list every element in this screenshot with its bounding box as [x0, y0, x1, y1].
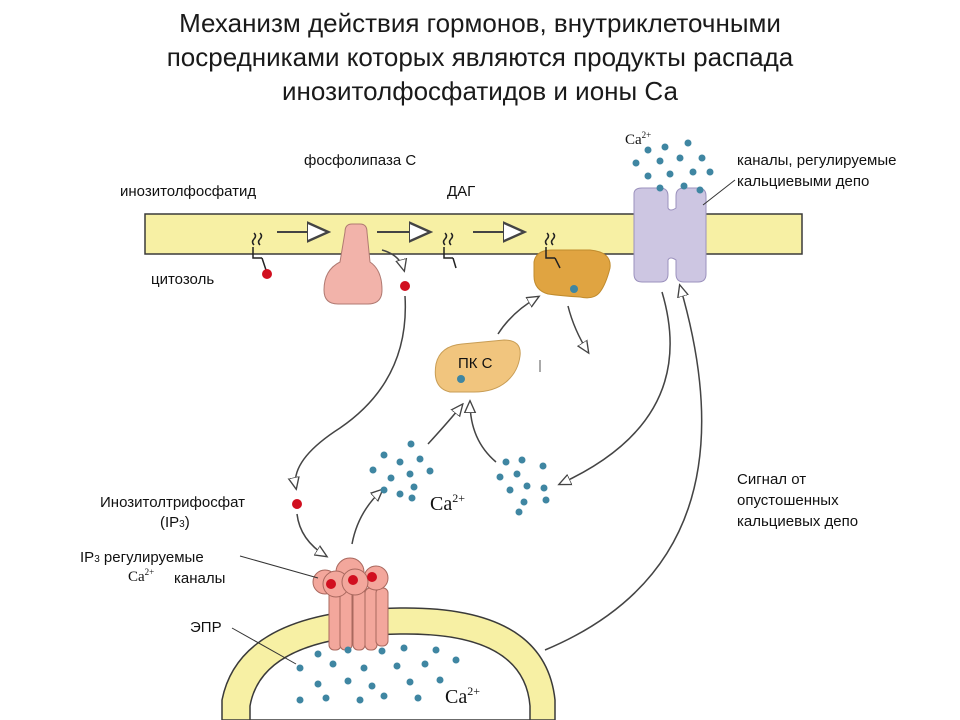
extracellular-calcium-label: Ca2+: [625, 129, 652, 149]
cytosol-label: цитозоль: [151, 271, 215, 288]
ip3-bound-dot-3: [367, 572, 377, 582]
ca-symbol: Ca: [445, 686, 468, 708]
phospholipase-c-enzyme: [323, 223, 383, 305]
ip3-label-suffix: ): [184, 514, 190, 531]
arrow-ca-to-pkc-1: [427, 405, 462, 445]
ip3-channels-subscript: 3: [94, 554, 100, 565]
ip3-channels-label-line2: каналы: [174, 570, 226, 587]
arrow-ip3-to-channel: [296, 513, 326, 556]
ip3-label-line1: Инозитолтрифосфат: [100, 494, 245, 511]
ca-charge: 2+: [144, 566, 155, 577]
title-line-2: посредниками которых являются продукты р…: [166, 42, 794, 72]
inositol-phosphatide-lipid: [251, 232, 267, 271]
ip3-messenger-dot: [400, 281, 410, 291]
arrow-pkc-to-membrane: [497, 297, 538, 335]
ip3-dot: [292, 499, 302, 509]
signal-label-line2: опустошенных: [737, 492, 839, 509]
ip3-channels-prefix: IP: [80, 549, 95, 566]
arrow-ip3-diffusion: [295, 295, 407, 488]
er-label: ЭПР: [190, 619, 222, 636]
ca-symbol: Ca: [128, 569, 145, 585]
cytosolic-calcium-cluster-left: [369, 440, 434, 502]
ip3-bound-dot-1: [326, 579, 336, 589]
cytosolic-calcium-cluster-right: [496, 456, 550, 516]
arrow-depot-signal: [544, 286, 703, 651]
ip3-gated-channel: [312, 557, 389, 651]
dag-label: ДАГ: [447, 183, 476, 200]
ip3-channels-label-line1: IP3 регулируемые: [80, 549, 204, 569]
title-line-3: инозитолфосфатидов и ионы Са: [282, 76, 678, 106]
signal-label-line1: Сигнал от: [737, 471, 807, 488]
ca-charge: 2+: [641, 129, 652, 140]
phosphate-head-dot: [262, 269, 272, 279]
pkc-label: ПК С: [458, 355, 493, 372]
ca-charge: 2+: [467, 683, 480, 698]
signal-label-line3: кальциевых депо: [737, 513, 859, 530]
title-line-1: Механизм действия гормонов, внутриклеточ…: [179, 8, 781, 38]
ip3-channels-calcium-label: Ca2+: [128, 566, 155, 586]
store-operated-channel: [633, 187, 707, 283]
arrow-membrane-pkc-out: [567, 305, 588, 352]
pkc-calcium-dot: [570, 285, 578, 293]
channels-label-pointer: [702, 179, 736, 206]
er-lumen-calcium-cluster: [296, 644, 460, 704]
membrane-bound-pkc: [533, 249, 611, 299]
pkc-enzyme: [434, 339, 521, 393]
ca-charge: 2+: [452, 490, 465, 505]
ca-symbol: Ca: [430, 493, 453, 515]
ip3-label-line2: (IP3): [160, 514, 190, 534]
phospholipase-arrow: [381, 249, 404, 270]
inositol-phosphatide-label: инозитолфосфатид: [120, 183, 257, 200]
ip3-channels-suffix: регулируемые: [99, 549, 204, 566]
channels-depot-label-line2: кальциевыми депо: [737, 173, 870, 190]
phospholipase-c-label: фосфолипаза С: [304, 152, 417, 169]
page-title: Механизм действия гормонов, внутриклеточ…: [0, 6, 960, 108]
dag-lipid: [442, 232, 457, 269]
extracellular-calcium-cluster: [632, 139, 714, 194]
pkc-free-calcium-dot: [457, 375, 465, 383]
cytosolic-calcium-label: Ca2+: [430, 490, 465, 516]
ca-symbol: Ca: [625, 132, 642, 148]
ip3-channel-pointer: [239, 555, 319, 579]
arrow-ca-release: [351, 490, 382, 545]
ip3-label-subscript: 3: [179, 519, 185, 530]
channels-depot-label-line1: каналы, регулируемые: [737, 152, 897, 169]
arrow-channel-ca-entry: [560, 291, 671, 484]
pkc-lipid: [544, 232, 561, 269]
er-label-pointer: [231, 627, 297, 665]
er-calcium-label: Ca2+: [445, 683, 480, 709]
arrow-ca-to-pkc-2: [470, 402, 497, 463]
ip3-bound-dot-2: [348, 575, 358, 585]
ip3-label-prefix: (IP: [160, 514, 180, 531]
